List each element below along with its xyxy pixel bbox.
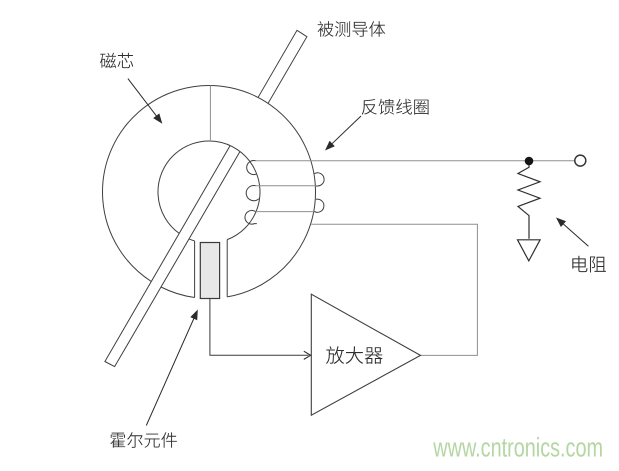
svg-text:www.cntronics.com: www.cntronics.com <box>432 433 603 462</box>
